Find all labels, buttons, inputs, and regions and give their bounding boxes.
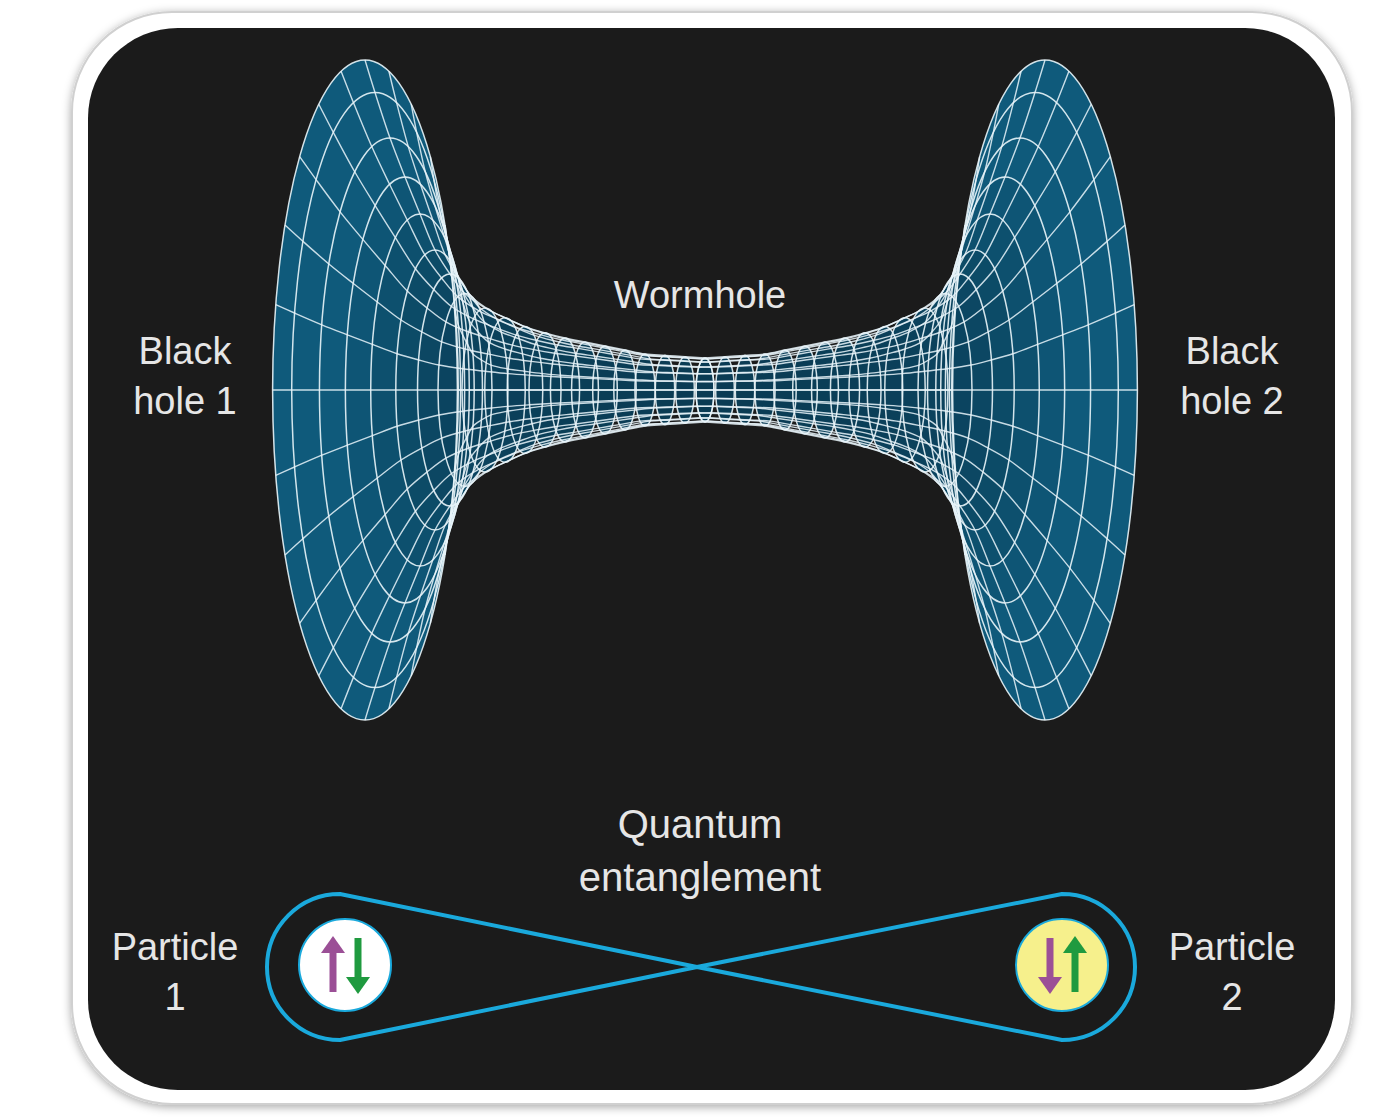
- mesh-meridian: [714, 305, 1135, 382]
- wormhole-label: Wormhole: [550, 270, 850, 320]
- mesh-meridian: [300, 413, 699, 624]
- outer-frame: [72, 12, 1352, 1104]
- mesh-meridian: [707, 421, 1069, 709]
- mesh-meridian: [445, 406, 713, 555]
- mesh-meridian: [705, 422, 1045, 720]
- entanglement-label: Quantum entanglement: [550, 798, 850, 904]
- mesh-meridian: [276, 398, 697, 475]
- mesh-meridian: [411, 418, 709, 676]
- spin-arrow-head: [346, 977, 370, 994]
- mesh-meridian: [454, 305, 713, 382]
- particle-label: Particle 2: [1157, 922, 1307, 1022]
- wormhole-mesh: [273, 60, 1138, 720]
- particle-label: Particle 1: [100, 922, 250, 1022]
- mesh-meridian: [411, 104, 709, 362]
- mesh-meridian: [701, 104, 999, 362]
- particle-circle: [299, 919, 391, 1011]
- mesh-meridian: [319, 104, 701, 362]
- mesh-meridian: [430, 413, 711, 624]
- mesh-meridian: [709, 104, 1091, 362]
- spin-arrow: [330, 950, 337, 992]
- black-hole-label: Black hole 2: [1167, 326, 1297, 426]
- mesh-meridian: [696, 398, 955, 475]
- mesh-meridian: [711, 157, 1110, 368]
- mesh-meridian: [696, 389, 953, 390]
- mesh-meridian: [430, 157, 711, 368]
- spin-arrow-head: [1063, 936, 1087, 953]
- mesh-meridian: [711, 413, 1110, 624]
- spin-arrow: [355, 938, 362, 980]
- dark-panel: [88, 28, 1335, 1090]
- mesh-meridian: [365, 422, 705, 720]
- spin-arrow: [1047, 938, 1054, 980]
- mesh-meridian: [709, 418, 1091, 676]
- mesh-meridian: [701, 418, 999, 676]
- mesh-meridian: [703, 421, 1021, 709]
- particle-one: [299, 919, 391, 1011]
- particle-circle: [1016, 919, 1108, 1011]
- mesh-meridian: [300, 157, 699, 368]
- mesh-meridian: [699, 157, 980, 368]
- spin-arrow: [1072, 950, 1079, 992]
- mesh-meridian: [273, 389, 696, 390]
- particle-two: [1016, 919, 1108, 1011]
- mesh-meridian: [699, 413, 980, 624]
- spin-arrow-head: [321, 936, 345, 953]
- mesh-meridian: [697, 406, 965, 555]
- mesh-meridian: [285, 406, 697, 555]
- mesh-meridian: [319, 418, 701, 676]
- black-hole-label: Black hole 1: [120, 326, 250, 426]
- entanglement-loop: [267, 894, 1135, 1040]
- spin-arrow-head: [1038, 977, 1062, 994]
